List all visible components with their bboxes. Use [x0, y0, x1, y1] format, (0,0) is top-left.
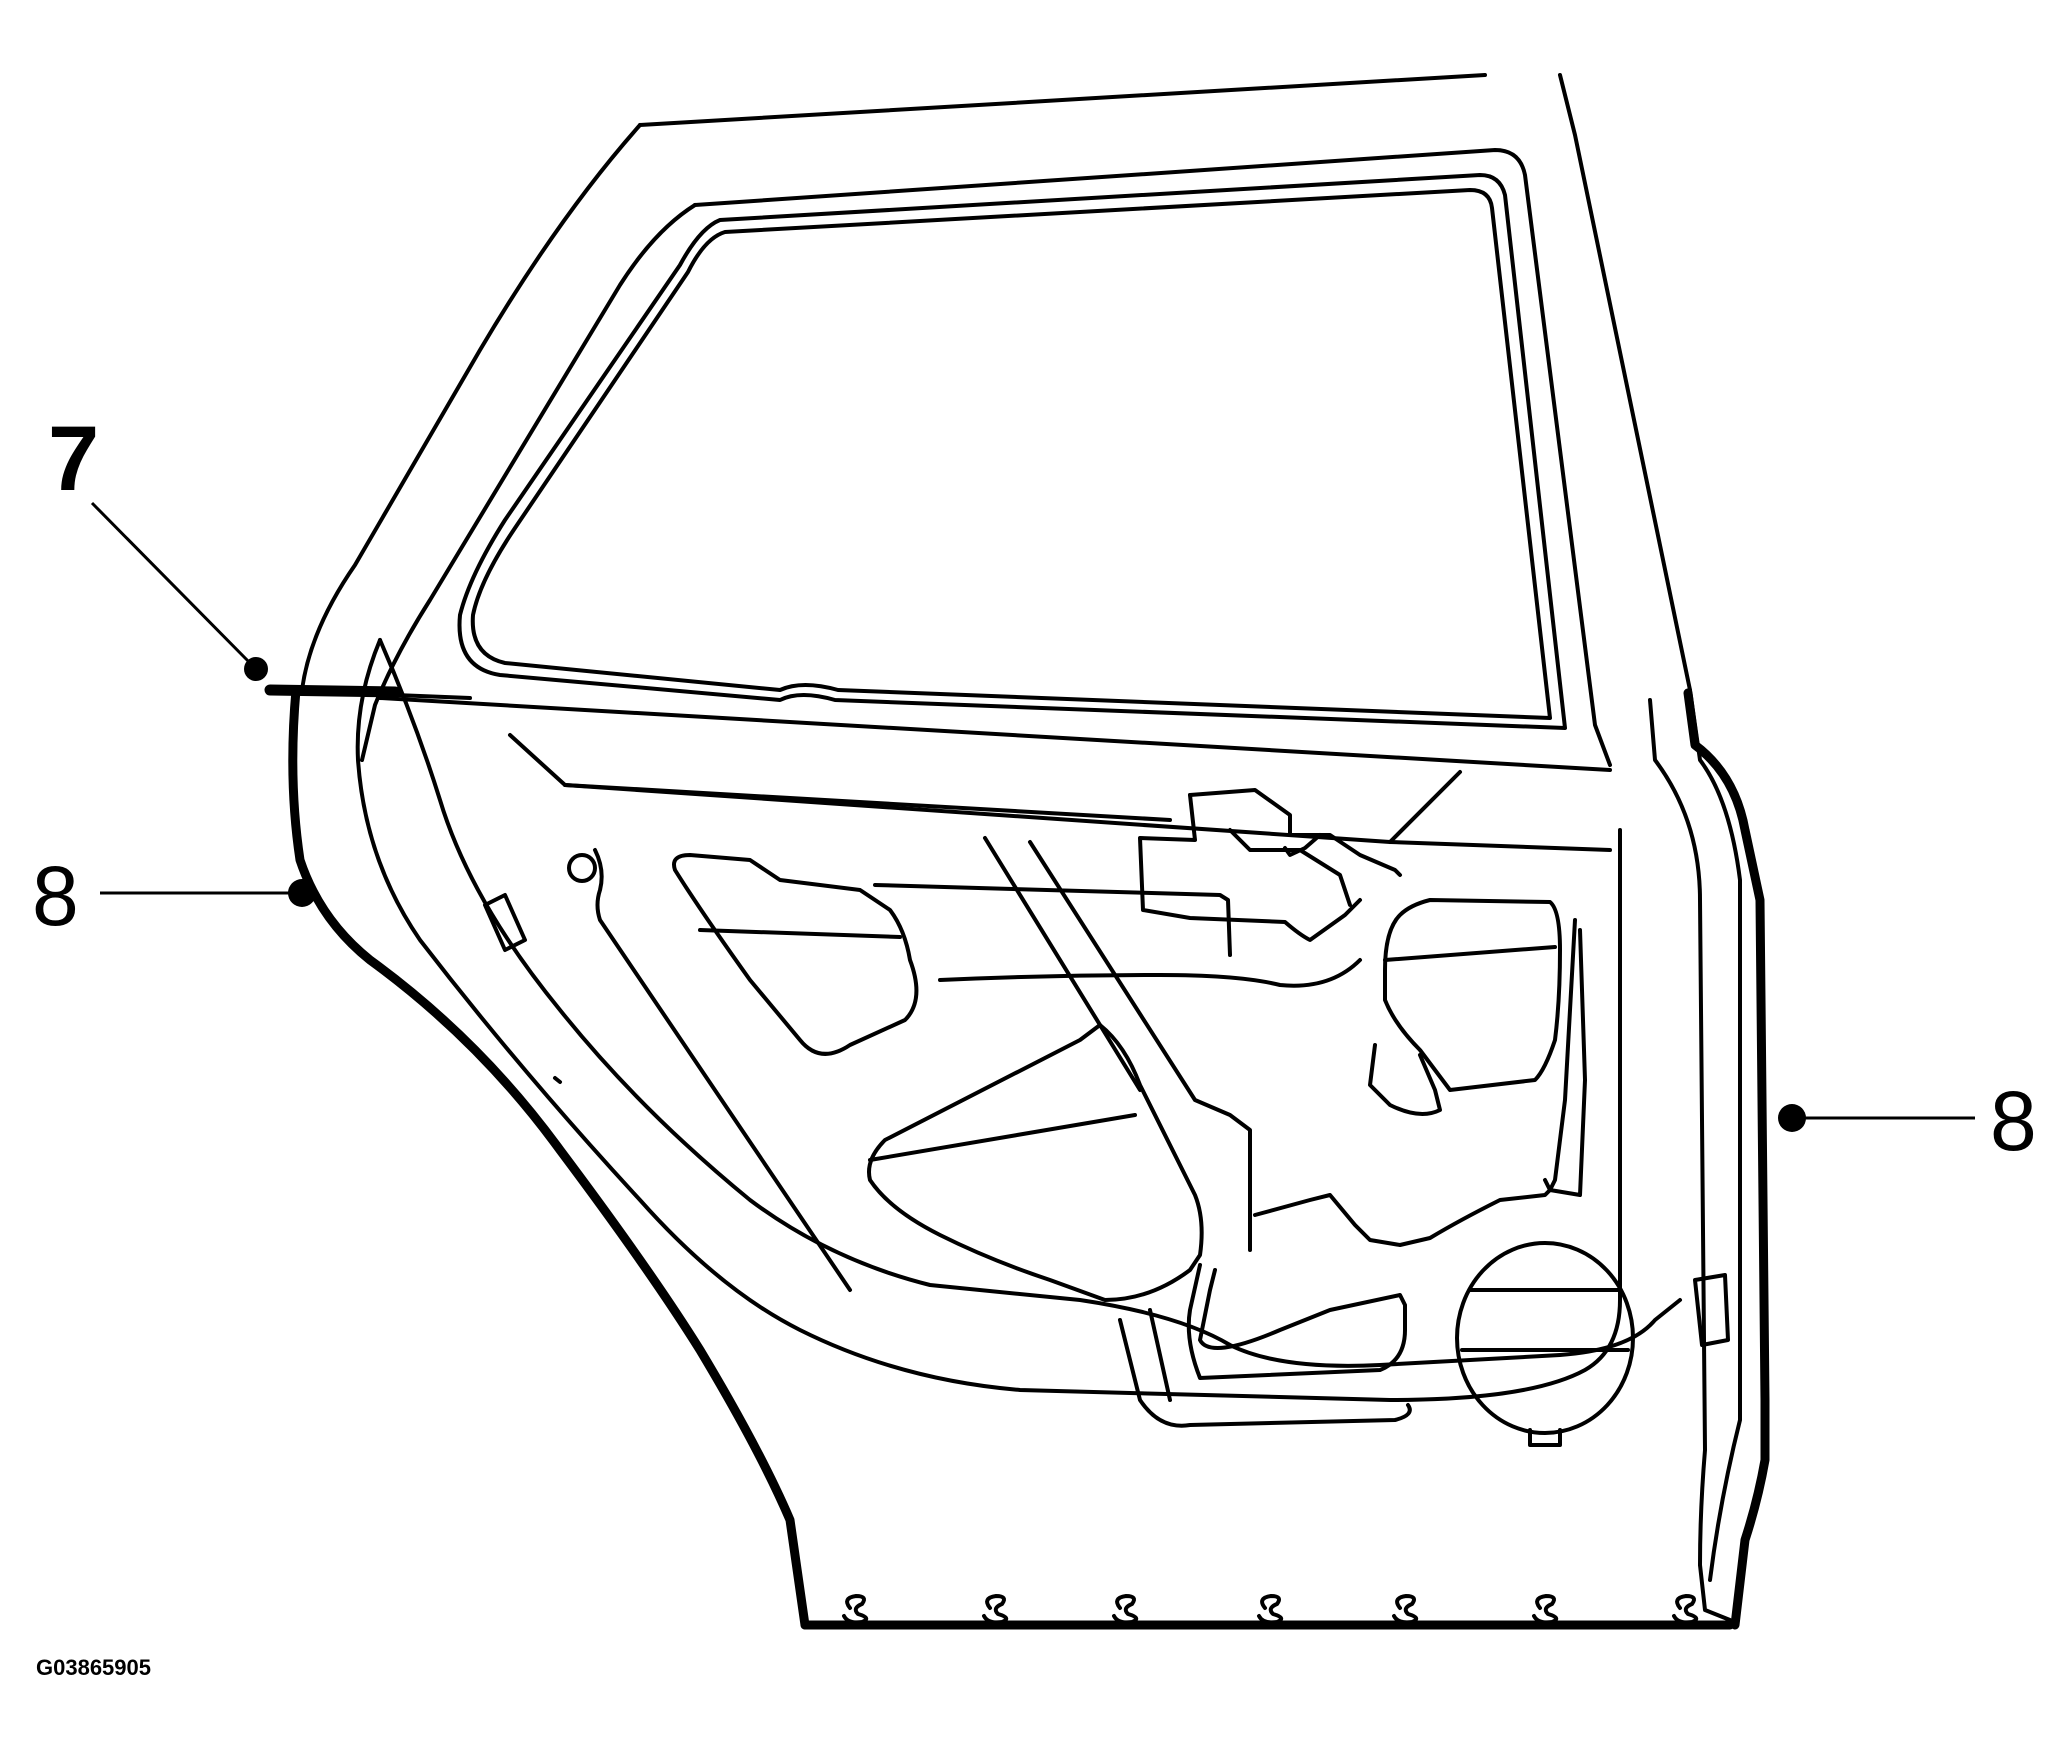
- callout-8-left-label: 8: [32, 849, 79, 943]
- weatherstrip-left: [288, 685, 810, 1630]
- belt-line: [378, 693, 1612, 772]
- speaker-opening: [1455, 1241, 1635, 1435]
- callout-7: 7: [48, 408, 268, 681]
- inner-panel-stampings: [483, 733, 1730, 1447]
- weatherstrip-right: [1683, 688, 1770, 1630]
- callout-8-right: 8: [1778, 1074, 2037, 1168]
- belt-seal-strip: [264, 684, 401, 698]
- door-bottom-edge: [800, 1563, 1735, 1630]
- inner-panel-perimeter: [355, 638, 1742, 1582]
- weatherstrip-clips: [842, 1594, 1699, 1625]
- figure-id: G03865905: [36, 1655, 151, 1680]
- window-frame: [360, 148, 1612, 767]
- callout-8-right-label: 8: [1990, 1074, 2037, 1168]
- callout-7-label: 7: [48, 408, 99, 510]
- callout-8-left: 8: [32, 849, 316, 943]
- door-outer-shell: [300, 73, 1692, 692]
- window-glass-opening: [457, 173, 1567, 730]
